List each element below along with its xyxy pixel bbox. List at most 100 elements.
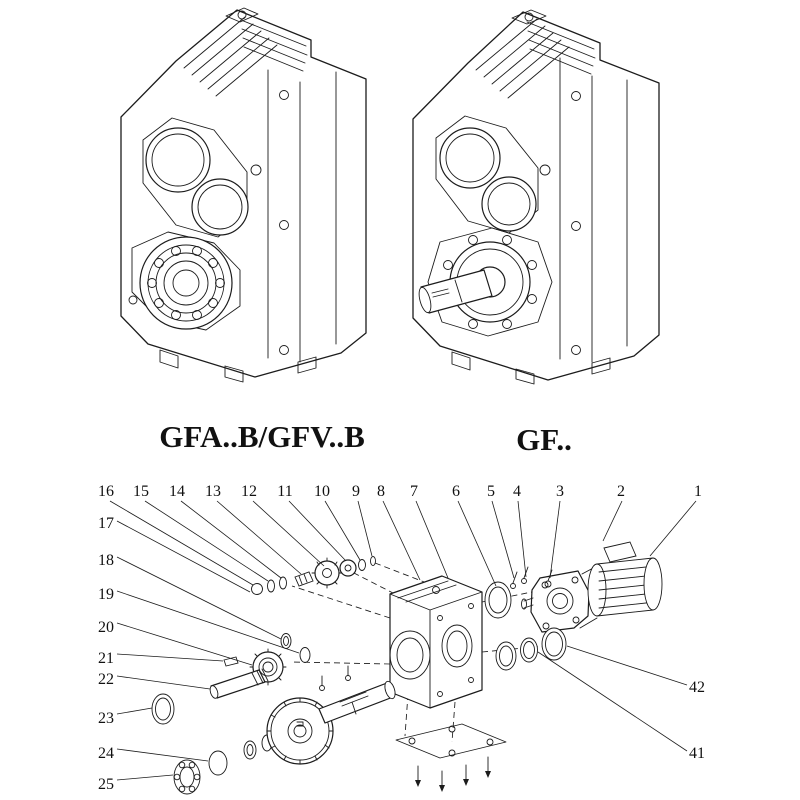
callout-23: 23 — [98, 707, 153, 727]
washer — [358, 559, 366, 571]
callout-25: 25 — [98, 774, 174, 793]
part-number-20: 20 — [98, 619, 114, 636]
feet — [128, 295, 317, 383]
washer — [267, 579, 275, 593]
part-number-23: 23 — [98, 710, 114, 727]
pin — [370, 556, 376, 566]
model-label-gfab: GFA..B/GFV..B — [159, 419, 365, 454]
callout-8: 8 — [377, 483, 421, 581]
part-number-3: 3 — [556, 483, 564, 500]
callout-2: 2 — [602, 483, 625, 542]
pinion — [339, 559, 357, 577]
callout-16: 16 — [98, 483, 254, 586]
part-number-10: 10 — [314, 483, 330, 500]
output-shaft — [318, 665, 396, 724]
part-number-22: 22 — [98, 671, 114, 688]
input-bores — [435, 115, 551, 234]
shim-ring — [484, 581, 512, 619]
exploded-view: 16 15 14 13 12 11 10 9 8 7 6 5 4 3 2 1 1… — [98, 483, 705, 795]
bearing-balls — [147, 246, 225, 320]
callout-4: 4 — [513, 483, 527, 578]
callout-24: 24 — [98, 745, 209, 762]
part-number-4: 4 — [513, 483, 521, 500]
callout-20: 20 — [98, 619, 253, 666]
callout-21: 21 — [98, 650, 224, 667]
part-number-13: 13 — [205, 483, 221, 500]
feet — [451, 351, 611, 385]
callout-9: 9 — [352, 483, 373, 557]
top-ribs — [475, 18, 596, 99]
part-number-16: 16 — [98, 483, 114, 500]
part-number-8: 8 — [377, 483, 385, 500]
output-flange-and-shaft — [418, 227, 553, 337]
callout-11: 11 — [277, 483, 347, 562]
ball-bearing — [173, 759, 201, 795]
part-number-17: 17 — [98, 515, 114, 532]
callout-18: 18 — [98, 552, 282, 640]
washer — [243, 740, 257, 760]
top-ribs — [183, 16, 308, 97]
callout-12: 12 — [241, 483, 325, 567]
callout-22: 22 — [98, 671, 211, 690]
splined-bush — [294, 571, 314, 587]
callout-41: 41 — [537, 651, 705, 762]
gearbox-drawing-gf — [412, 9, 660, 385]
part-number-12: 12 — [241, 483, 257, 500]
mounting-flange-strip — [267, 69, 337, 363]
intermediate-shaft-parts — [151, 633, 311, 725]
part-number-25: 25 — [98, 776, 114, 793]
part-number-2: 2 — [617, 483, 625, 500]
part-number-41: 41 — [689, 745, 705, 762]
oil-seal — [151, 693, 175, 725]
ring — [280, 633, 292, 649]
part-number-5: 5 — [487, 483, 495, 500]
base-gasket — [395, 723, 507, 759]
part-number-1: 1 — [694, 483, 702, 500]
washer — [299, 647, 311, 663]
callout-14: 14 — [169, 483, 282, 579]
part-number-42: 42 — [689, 679, 705, 696]
part-number-9: 9 — [352, 483, 360, 500]
input-bores — [142, 117, 262, 238]
motor-junction-box — [603, 541, 637, 563]
output-gear — [266, 697, 334, 765]
callout-6: 6 — [452, 483, 497, 587]
mounting-flange-strip — [559, 57, 628, 363]
pinion-shaft — [209, 668, 269, 699]
part-number-21: 21 — [98, 650, 114, 667]
part-number-11: 11 — [277, 483, 292, 500]
oil-plug-cap — [511, 9, 547, 25]
seal-ring-set — [495, 627, 567, 671]
motor — [521, 541, 663, 633]
part-number-19: 19 — [98, 586, 114, 603]
callout-15: 15 — [133, 483, 269, 582]
output-shaft-parts — [173, 665, 396, 795]
model-label-gf: GF.. — [516, 422, 572, 457]
callout-5: 5 — [487, 483, 515, 579]
part-number-6: 6 — [452, 483, 460, 500]
callout-17: 17 — [98, 515, 251, 593]
hollow-shaft-bearing — [131, 231, 241, 331]
washer — [279, 576, 287, 590]
callout-13: 13 — [205, 483, 302, 575]
circlip — [251, 583, 263, 595]
callout-1: 1 — [649, 483, 702, 557]
part-number-18: 18 — [98, 552, 114, 569]
flange-bolts — [510, 566, 553, 589]
gearbox-drawing-gfab — [120, 7, 367, 383]
part-number-7: 7 — [410, 483, 418, 500]
callout-19: 19 — [98, 586, 300, 654]
input-shaft-parts-row — [251, 556, 376, 595]
mounting-bolts-arrows — [415, 756, 491, 792]
circlip — [208, 750, 228, 776]
callout-3: 3 — [549, 483, 564, 579]
callout-42: 42 — [566, 645, 705, 696]
callout-7: 7 — [410, 483, 449, 579]
gear-housing — [389, 575, 483, 709]
callouts: 16 15 14 13 12 11 10 9 8 7 6 5 4 3 2 1 1… — [98, 483, 705, 793]
part-number-15: 15 — [133, 483, 149, 500]
part-number-24: 24 — [98, 745, 114, 762]
callout-10: 10 — [314, 483, 361, 561]
